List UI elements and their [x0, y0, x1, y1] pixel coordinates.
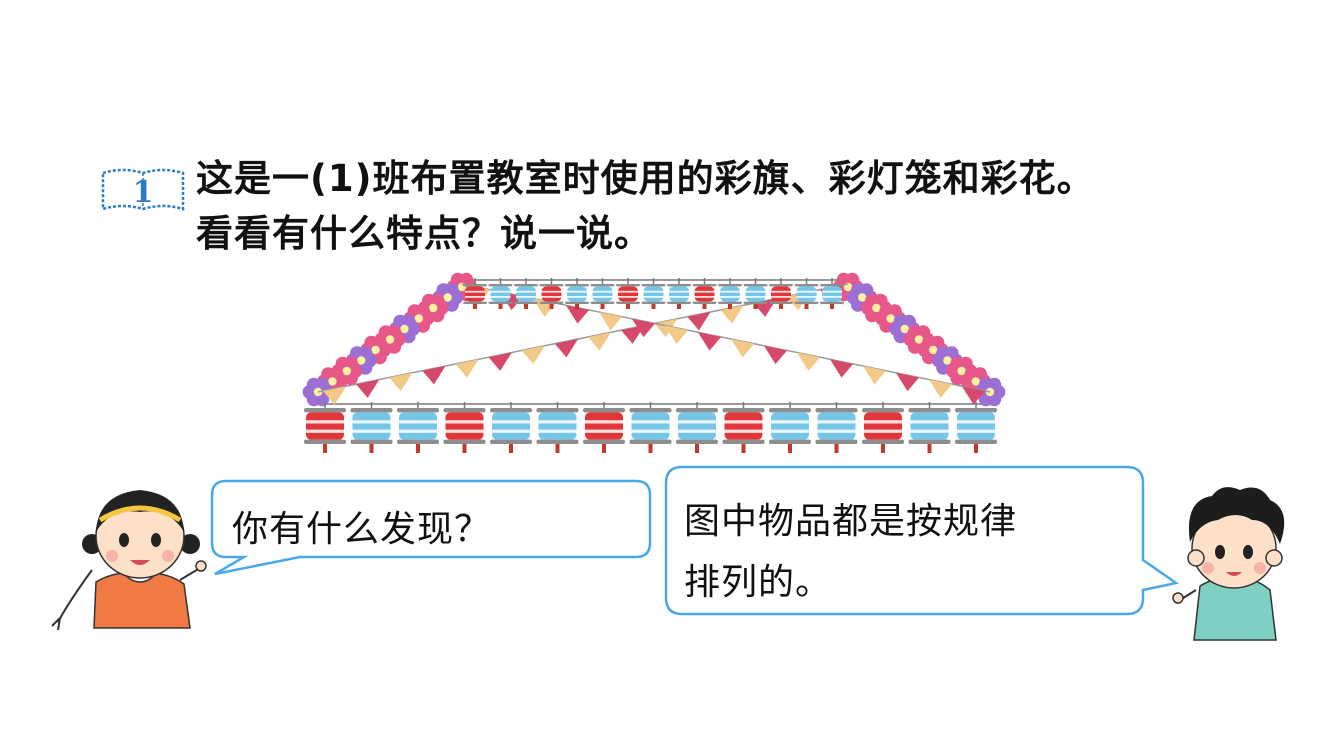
- pennant-flag: [697, 332, 722, 351]
- lantern: [862, 402, 904, 453]
- lantern: [676, 402, 718, 453]
- pennant-flag: [687, 312, 711, 331]
- decoration-group: [302, 272, 1006, 453]
- pennant-flag: [720, 305, 744, 324]
- lantern: [722, 402, 765, 453]
- boy-character: [1172, 487, 1285, 641]
- lantern: [692, 278, 717, 309]
- problem-text-line-2: 看看有什么特点？说一说。: [196, 212, 652, 255]
- boy-speech-text-line-1: 图中物品都是按规律: [684, 501, 1018, 542]
- lantern: [718, 278, 742, 309]
- pennant-flag: [455, 359, 479, 378]
- lantern: [565, 278, 589, 309]
- lantern: [304, 402, 346, 453]
- boy-speech-text-line-2: 排列的。: [684, 562, 833, 603]
- pennant-flag: [565, 305, 590, 324]
- pennant-flag: [587, 332, 612, 351]
- lantern: [908, 402, 951, 453]
- problem-number: 1: [132, 174, 154, 210]
- lantern: [397, 402, 439, 453]
- lantern: [794, 278, 819, 309]
- problem-text-line-1: 这是一(1)班布置教室时使用的彩旗、彩灯笼和彩花。: [196, 157, 1095, 200]
- pennant-flag: [961, 386, 986, 405]
- pennant-flag: [631, 318, 656, 338]
- lantern: [443, 402, 486, 453]
- pennant-flag: [621, 325, 645, 344]
- lantern: [590, 278, 615, 309]
- pennant-flag: [422, 366, 446, 385]
- lantern: [536, 402, 579, 453]
- pennant-flag: [862, 366, 887, 385]
- lantern: [488, 278, 513, 309]
- pennant-flag: [763, 345, 788, 365]
- lantern: [641, 278, 666, 309]
- pennant-flag: [389, 372, 413, 392]
- girl-character: [51, 490, 207, 631]
- lantern: [820, 278, 844, 309]
- pennant-flag: [521, 345, 545, 365]
- lantern: [667, 278, 691, 309]
- pennant-flag: [654, 318, 678, 338]
- lantern: [769, 278, 793, 309]
- pennant-flag: [664, 325, 689, 344]
- pennant-flag: [488, 352, 512, 371]
- pennant-flag: [829, 359, 854, 378]
- lantern: [616, 278, 640, 309]
- lantern: [514, 278, 538, 309]
- pennant-flag: [322, 386, 347, 405]
- pennant-flag: [895, 372, 920, 392]
- lantern: [490, 402, 532, 453]
- lantern: [539, 278, 564, 309]
- girl-speech-bubble: [210, 479, 652, 576]
- pennant-flag: [598, 312, 623, 331]
- boy-speech-bubble: [664, 465, 1180, 616]
- pennant-flag: [356, 379, 380, 398]
- lantern: [583, 402, 625, 453]
- pennant-flag: [730, 339, 755, 358]
- lantern: [955, 402, 997, 453]
- lantern: [815, 402, 858, 453]
- problem-number-badge: [101, 168, 185, 211]
- pennant-flag: [928, 379, 953, 398]
- girl-speech-text: 你有什么发现？: [232, 509, 492, 550]
- lantern: [769, 402, 811, 453]
- pennant-flag: [554, 339, 579, 358]
- lantern: [463, 278, 487, 309]
- lantern: [743, 278, 768, 309]
- pennant-flag: [796, 352, 821, 371]
- lantern: [350, 402, 393, 453]
- lantern: [629, 402, 672, 453]
